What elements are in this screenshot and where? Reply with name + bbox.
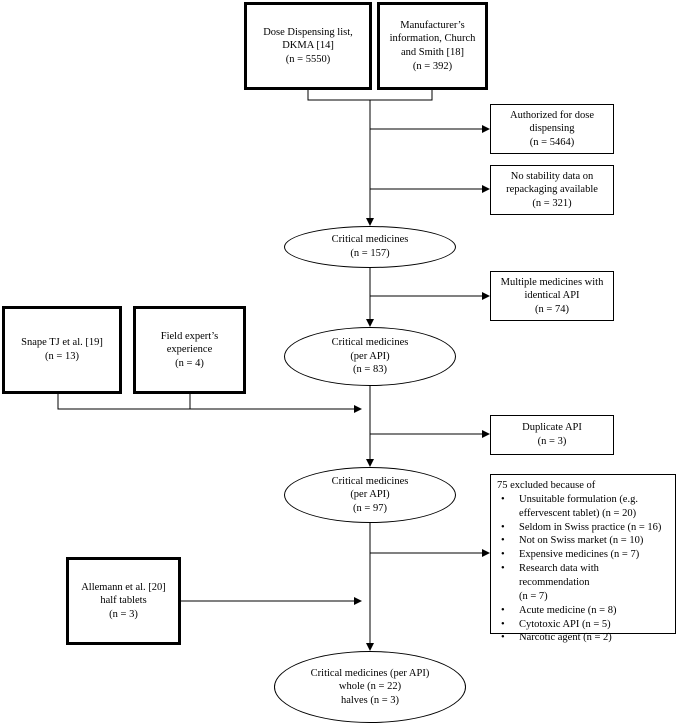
exclusion-reasons-list: Unsuitable formulation (e.g. effervescen…: [497, 493, 669, 645]
list-item: Not on Swiss market (n = 10): [501, 534, 669, 548]
exclusion-multiple: Multiple medicines with identical API (n…: [490, 271, 614, 321]
list-item: Research data with recommendation (n = 7…: [501, 562, 669, 604]
source-dkma: Dose Dispensing list, DKMA [14] (n = 555…: [244, 2, 372, 90]
stage-final-critical-medicines: Critical medicines (per API) whole (n = …: [274, 651, 466, 723]
list-item: Acute medicine (n = 8): [501, 604, 669, 618]
exclusion-reasons-box: 75 excluded because of Unsuitable formul…: [490, 474, 676, 645]
list-item: Unsuitable formulation (e.g. effervescen…: [501, 493, 669, 521]
connector-dkma: [307, 90, 433, 101]
stage-critical-medicines-157: Critical medicines (n = 157): [284, 226, 456, 268]
exclusion-reasons-title: 75 excluded because of: [497, 480, 596, 491]
list-item: Cytotoxic API (n = 5): [501, 618, 669, 632]
list-item: Expensive medicines (n = 7): [501, 548, 669, 562]
stage-critical-medicines-83: Critical medicines (per API) (n = 83): [284, 327, 456, 386]
source-snape: Snape TJ et al. [19] (n = 13): [2, 306, 122, 394]
exclusion-duplicate: Duplicate API (n = 3): [490, 415, 614, 455]
source-allemann: Allemann et al. [20] half tablets (n = 3…: [66, 557, 181, 645]
stage-critical-medicines-97: Critical medicines (per API) (n = 97): [284, 467, 456, 523]
source-manufacturer: Manufacturer’s information, Church and S…: [377, 2, 488, 90]
exclusion-authorized: Authorized for dose dispensing (n = 5464…: [490, 104, 614, 154]
exclusion-no-stability: No stability data on repackaging availab…: [490, 165, 614, 215]
connector-side-sources: [57, 394, 362, 413]
list-item: Narcotic agent (n = 2): [501, 631, 669, 645]
list-item: Seldom in Swiss practice (n = 16): [501, 521, 669, 535]
source-field-expert: Field expert’s experience (n = 4): [133, 306, 246, 394]
